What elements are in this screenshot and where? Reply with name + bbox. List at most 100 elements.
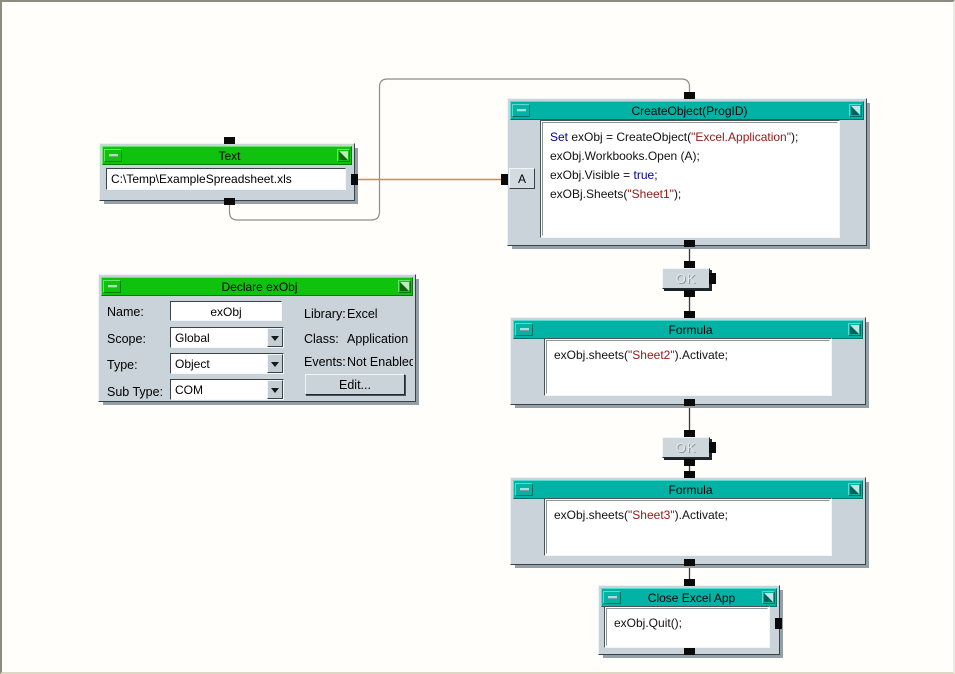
formula2-titlebar[interactable]: Formula xyxy=(513,480,863,499)
code-token: ); xyxy=(790,130,799,144)
box-title: Text xyxy=(218,148,241,163)
declare-variable-box[interactable]: Declare exObj Name: exObj Scope: Global … xyxy=(98,274,416,402)
terminal-pin-formula1-bottom[interactable] xyxy=(684,399,695,406)
declare-titlebar[interactable]: Declare exObj xyxy=(101,277,413,296)
minimize-button[interactable] xyxy=(603,591,621,604)
code-token: "Sheet1" xyxy=(627,187,674,201)
code-line: exObj.sheets("Sheet2").Activate; xyxy=(554,346,822,365)
scope-value: Global xyxy=(175,331,210,345)
type-dropdown-button[interactable] xyxy=(267,354,283,373)
code-token: Set xyxy=(550,130,569,144)
terminal-pin-ok1-output[interactable] xyxy=(709,273,716,284)
terminal-pin-createobject-top[interactable] xyxy=(684,92,695,99)
text-value-field[interactable]: C:\Temp\ExampleSpreadsheet.xls xyxy=(106,168,346,190)
code-editor[interactable]: exObj.Quit(); xyxy=(606,608,768,646)
open-view-icon xyxy=(400,282,409,291)
ok-button-1[interactable]: OK xyxy=(662,268,710,289)
terminal-pin-close-output[interactable] xyxy=(775,618,782,629)
code-token: "Excel.Application" xyxy=(691,130,791,144)
code-line: Set exObj = CreateObject("Excel.Applicat… xyxy=(550,128,830,147)
open-view-button[interactable] xyxy=(398,280,411,293)
close-titlebar[interactable]: Close Excel App xyxy=(601,588,777,607)
code-area-frame: exObj.Quit(); xyxy=(604,606,770,648)
open-view-icon xyxy=(339,151,348,160)
type-dropdown[interactable]: Object xyxy=(170,353,284,374)
code-token: exObj.sheets( xyxy=(554,508,629,522)
minimize-icon xyxy=(607,596,617,599)
library-value: Excel xyxy=(347,307,378,321)
name-input[interactable]: exObj xyxy=(170,301,282,321)
terminal-pin-ok2-output[interactable] xyxy=(709,442,716,453)
code-line: exOBj.Sheets("Sheet1"); xyxy=(550,185,830,204)
ok-button-2[interactable]: OK xyxy=(662,437,710,458)
formula1-titlebar[interactable]: Formula xyxy=(513,320,863,339)
text-object[interactable]: Text C:\Temp\ExampleSpreadsheet.xls xyxy=(99,143,355,201)
close-excel-box[interactable]: Close Excel App exObj.Quit(); xyxy=(598,585,780,655)
open-view-icon xyxy=(850,325,859,334)
terminal-pin-createobject-input-a[interactable] xyxy=(501,174,508,185)
open-view-icon xyxy=(764,593,773,602)
terminal-pin-close-top[interactable] xyxy=(684,579,695,586)
terminal-pin-text-top[interactable] xyxy=(224,137,235,144)
minimize-button[interactable] xyxy=(104,149,122,162)
open-view-button[interactable] xyxy=(848,483,861,496)
terminal-pin-formula1-top[interactable] xyxy=(684,311,695,318)
formula-box-1[interactable]: Formula exObj.sheets("Sheet2").Activate; xyxy=(510,317,866,405)
terminal-pin-ok1-bottom[interactable] xyxy=(684,290,695,297)
terminal-pin-text-bottom[interactable] xyxy=(224,198,235,205)
create-object-titlebar[interactable]: CreateObject(ProgID) xyxy=(510,101,864,120)
minimize-icon xyxy=(108,154,118,157)
events-value: Not Enabled xyxy=(347,355,413,369)
chevron-down-icon xyxy=(271,335,279,345)
open-view-button[interactable] xyxy=(337,149,350,162)
scope-dropdown-button[interactable] xyxy=(267,328,283,347)
code-token: exObj.Visible = xyxy=(550,168,634,182)
minimize-button[interactable] xyxy=(512,104,530,117)
terminal-pin-text-output[interactable] xyxy=(351,174,358,185)
minimize-button[interactable] xyxy=(103,280,121,293)
code-editor[interactable]: exObj.sheets("Sheet3").Activate; xyxy=(546,500,830,554)
sequence-wire xyxy=(228,78,691,221)
formula-box-2[interactable]: Formula exObj.sheets("Sheet3").Activate; xyxy=(510,477,866,565)
box-title: CreateObject(ProgID) xyxy=(631,103,748,118)
open-view-button[interactable] xyxy=(762,591,775,604)
type-value: Object xyxy=(175,357,210,371)
code-token: exObj.sheets( xyxy=(554,348,629,362)
library-label: Library: xyxy=(304,307,346,321)
class-label: Class: xyxy=(304,332,339,346)
create-object-box[interactable]: CreateObject(ProgID) A Set exObj = Creat… xyxy=(507,98,867,246)
code-line: exObj.Workbooks.Open (A); xyxy=(550,147,830,166)
text-titlebar[interactable]: Text xyxy=(102,146,352,165)
code-token: exObj.Workbooks.Open (A); xyxy=(550,149,700,163)
subtype-dropdown[interactable]: COM xyxy=(170,379,284,400)
code-editor[interactable]: exObj.sheets("Sheet2").Activate; xyxy=(546,340,830,394)
terminal-pin-close-bottom[interactable] xyxy=(684,648,695,655)
events-label: Events: xyxy=(304,355,346,369)
input-terminal-a[interactable]: A xyxy=(509,168,535,189)
code-token: exObj = CreateObject( xyxy=(568,130,692,144)
minimize-button[interactable] xyxy=(515,323,533,336)
scope-dropdown[interactable]: Global xyxy=(170,327,284,348)
code-editor[interactable]: Set exObj = CreateObject("Excel.Applicat… xyxy=(542,122,838,236)
terminal-pin-ok2-bottom[interactable] xyxy=(684,459,695,466)
chevron-down-icon xyxy=(271,387,279,397)
terminal-pin-formula2-bottom[interactable] xyxy=(684,559,695,566)
terminal-pin-createobject-bottom[interactable] xyxy=(684,240,695,247)
subtype-dropdown-button[interactable] xyxy=(267,380,283,399)
minimize-button[interactable] xyxy=(515,483,533,496)
terminal-pin-ok1-top[interactable] xyxy=(684,261,695,268)
chevron-down-icon xyxy=(271,361,279,371)
code-area-frame: exObj.sheets("Sheet2").Activate; xyxy=(544,338,832,396)
open-view-button[interactable] xyxy=(849,104,862,117)
terminal-pin-ok2-top[interactable] xyxy=(684,430,695,437)
code-token: ; xyxy=(654,168,658,182)
subtype-value: COM xyxy=(175,383,203,397)
minimize-icon xyxy=(519,488,529,491)
minimize-icon xyxy=(107,285,117,288)
edit-button[interactable]: Edit... xyxy=(305,374,405,395)
open-view-button[interactable] xyxy=(848,323,861,336)
minimize-icon xyxy=(519,328,529,331)
code-token: true xyxy=(633,168,655,182)
terminal-pin-formula2-top[interactable] xyxy=(684,471,695,478)
